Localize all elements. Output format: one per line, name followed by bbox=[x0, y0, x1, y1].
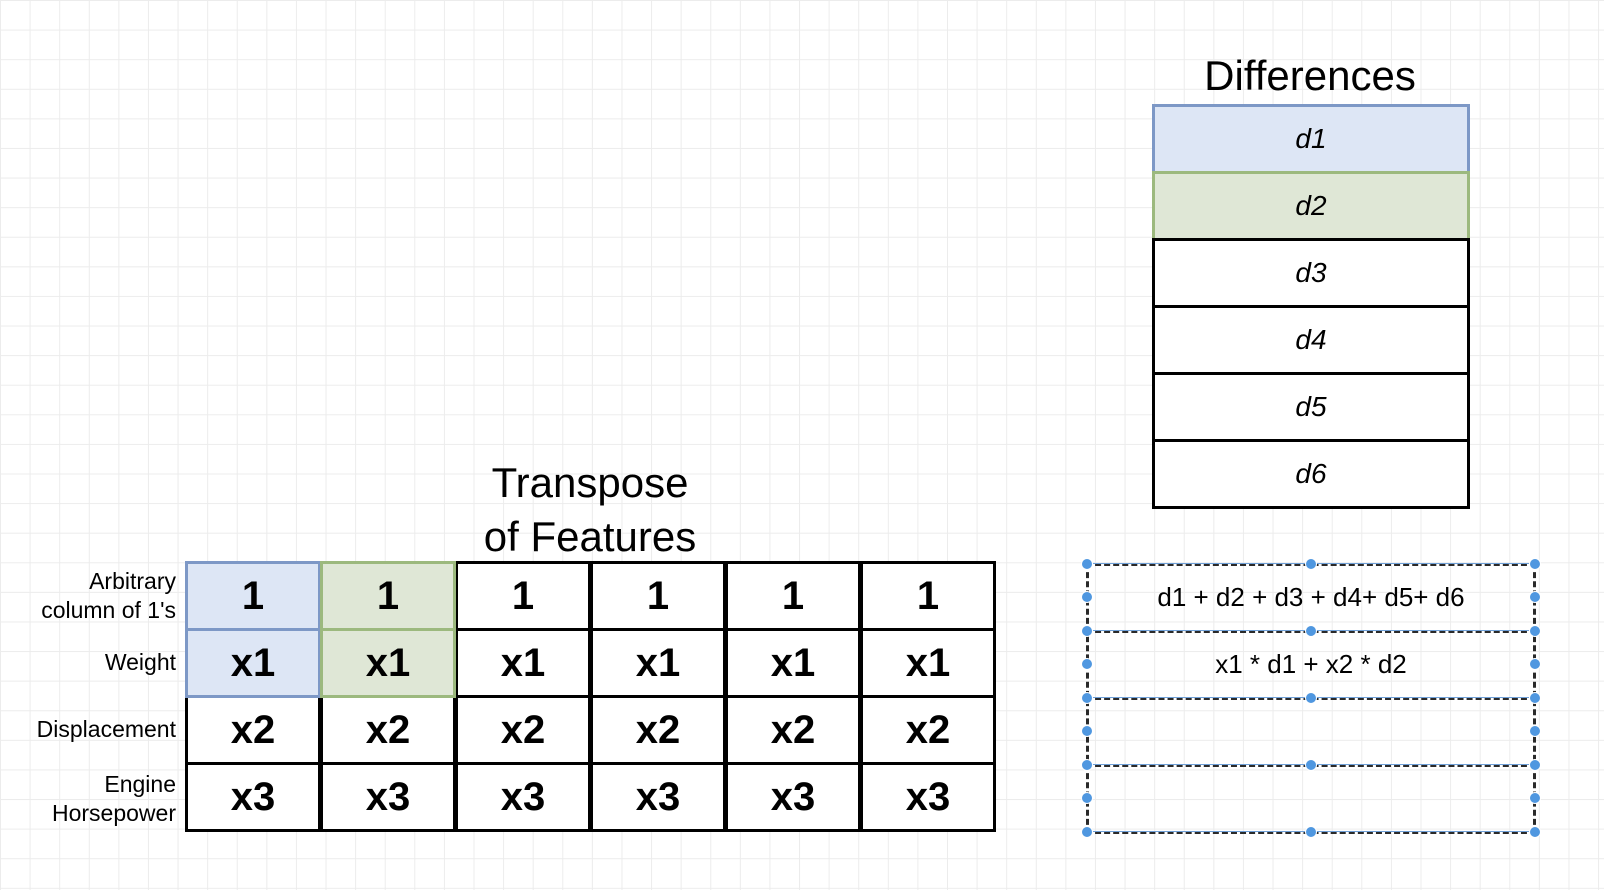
differences-title: Differences bbox=[1204, 52, 1416, 99]
difference-cell-d5[interactable]: d5 bbox=[1152, 372, 1470, 442]
matrix-cell[interactable]: x2 bbox=[320, 695, 456, 765]
matrix-cell[interactable]: 1 bbox=[185, 561, 321, 631]
matrix-cell[interactable]: x3 bbox=[860, 762, 996, 832]
matrix-cell[interactable]: 1 bbox=[725, 561, 861, 631]
resize-handle[interactable] bbox=[1305, 759, 1317, 771]
result-row-empty[interactable] bbox=[1086, 699, 1536, 763]
resize-handle[interactable] bbox=[1529, 625, 1541, 637]
row-label-ones-line1: Arbitrary bbox=[89, 568, 176, 594]
difference-cell-d4[interactable]: d4 bbox=[1152, 305, 1470, 375]
result-row-empty[interactable] bbox=[1086, 766, 1536, 830]
row-label-displacement-line1: Displacement bbox=[36, 716, 176, 742]
transpose-title-line1: Transpose bbox=[491, 459, 689, 506]
resize-handle[interactable] bbox=[1081, 826, 1093, 838]
resize-handle[interactable] bbox=[1305, 692, 1317, 704]
resize-handle[interactable] bbox=[1081, 625, 1093, 637]
matrix-cell[interactable]: x1 bbox=[320, 628, 456, 698]
difference-cell-d6[interactable]: d6 bbox=[1152, 439, 1470, 509]
matrix-cell[interactable]: x2 bbox=[860, 695, 996, 765]
matrix-cell[interactable]: x3 bbox=[455, 762, 591, 832]
row-label-ones-line2: column of 1's bbox=[41, 597, 176, 623]
matrix-cell[interactable]: x2 bbox=[590, 695, 726, 765]
matrix-cell[interactable]: x1 bbox=[590, 628, 726, 698]
matrix-cell[interactable]: x2 bbox=[725, 695, 861, 765]
matrix-cell[interactable]: x1 bbox=[185, 628, 321, 698]
transpose-title: Transpose of Features bbox=[430, 456, 750, 564]
resize-handle[interactable] bbox=[1081, 591, 1093, 603]
matrix-cell[interactable]: x3 bbox=[590, 762, 726, 832]
result-row-weighted[interactable]: x1 * d1 + x2 * d2 bbox=[1215, 648, 1407, 679]
resize-handle[interactable] bbox=[1529, 692, 1541, 704]
resize-handle[interactable] bbox=[1529, 725, 1541, 737]
resize-handle[interactable] bbox=[1081, 558, 1093, 570]
matrix-cell[interactable]: 1 bbox=[860, 561, 996, 631]
resize-handle[interactable] bbox=[1081, 658, 1093, 670]
matrix-cell[interactable]: x2 bbox=[185, 695, 321, 765]
resize-handle[interactable] bbox=[1081, 692, 1093, 704]
row-label-horsepower-line1: Engine bbox=[104, 771, 176, 797]
resize-handle[interactable] bbox=[1305, 558, 1317, 570]
resize-handle[interactable] bbox=[1529, 792, 1541, 804]
resize-handle[interactable] bbox=[1081, 759, 1093, 771]
matrix-cell[interactable]: 1 bbox=[455, 561, 591, 631]
result-table-selection[interactable]: d1 + d2 + d3 + d4+ d5+ d6 x1 * d1 + x2 *… bbox=[1081, 558, 1541, 838]
resize-handle[interactable] bbox=[1081, 792, 1093, 804]
matrix-cell[interactable]: 1 bbox=[590, 561, 726, 631]
difference-cell-d2[interactable]: d2 bbox=[1152, 171, 1470, 241]
difference-cell-d1[interactable]: d1 bbox=[1152, 104, 1470, 174]
resize-handle[interactable] bbox=[1305, 826, 1317, 838]
row-label-ones: Arbitrary column of 1's bbox=[0, 567, 176, 625]
resize-handle[interactable] bbox=[1529, 658, 1541, 670]
matrix-cell[interactable]: x1 bbox=[860, 628, 996, 698]
matrix-cell[interactable]: x1 bbox=[725, 628, 861, 698]
row-label-horsepower: Engine Horsepower bbox=[0, 770, 176, 828]
resize-handle[interactable] bbox=[1305, 625, 1317, 637]
row-label-weight-line1: Weight bbox=[104, 649, 176, 675]
row-label-horsepower-line2: Horsepower bbox=[52, 800, 176, 826]
matrix-cell[interactable]: 1 bbox=[320, 561, 456, 631]
resize-handle[interactable] bbox=[1529, 826, 1541, 838]
matrix-cell[interactable]: x2 bbox=[455, 695, 591, 765]
result-row-sum[interactable]: d1 + d2 + d3 + d4+ d5+ d6 bbox=[1157, 581, 1465, 612]
difference-cell-d3[interactable]: d3 bbox=[1152, 238, 1470, 308]
row-label-weight: Weight bbox=[0, 648, 176, 677]
matrix-cell[interactable]: x3 bbox=[320, 762, 456, 832]
resize-handle[interactable] bbox=[1529, 591, 1541, 603]
resize-handle[interactable] bbox=[1529, 759, 1541, 771]
matrix-cell[interactable]: x3 bbox=[725, 762, 861, 832]
row-label-displacement: Displacement bbox=[0, 715, 176, 744]
transpose-title-line2: of Features bbox=[483, 513, 697, 560]
matrix-cell[interactable]: x1 bbox=[455, 628, 591, 698]
resize-handle[interactable] bbox=[1529, 558, 1541, 570]
resize-handle[interactable] bbox=[1081, 725, 1093, 737]
matrix-cell[interactable]: x3 bbox=[185, 762, 321, 832]
